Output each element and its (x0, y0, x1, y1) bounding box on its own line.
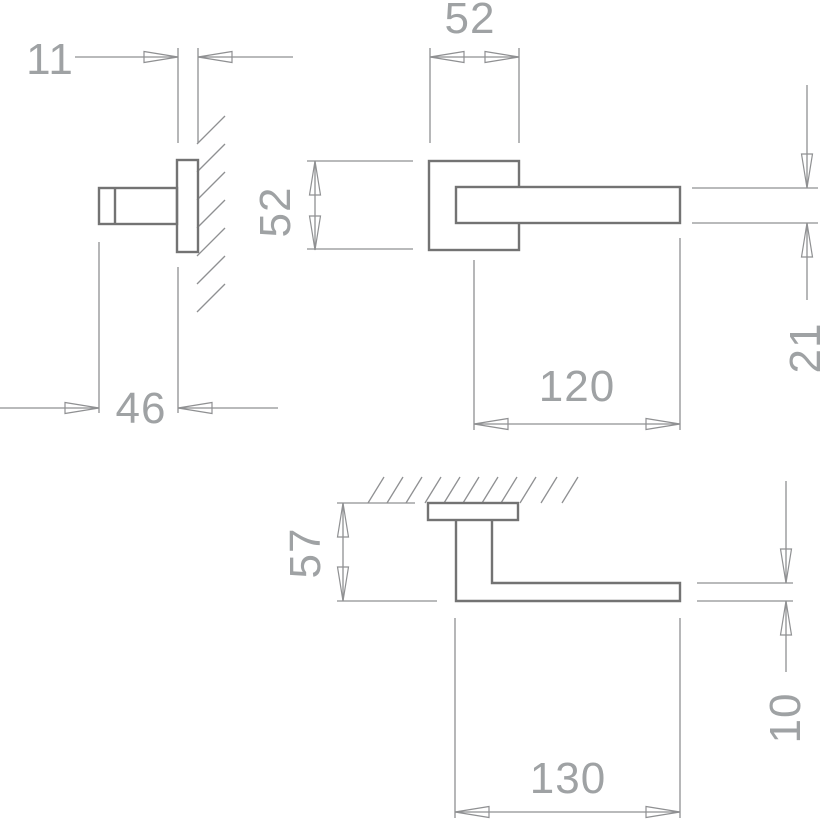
arrow-down-icon (336, 566, 350, 602)
arrow-down-icon (308, 215, 322, 251)
dimension-52-width: 52 (429, 0, 520, 143)
dimension-130: 130 (454, 618, 681, 819)
dimension-120: 120 (473, 238, 681, 431)
dimension-57: 57 (281, 502, 437, 602)
arrow-left-icon (197, 50, 233, 64)
rose-plate-side (175, 158, 200, 254)
dim-label-46: 46 (116, 384, 167, 433)
front-view: 52 52 21 120 (251, 0, 820, 431)
dim-label-57: 57 (281, 528, 330, 579)
dim-label-10: 10 (761, 693, 810, 744)
rose-plate-top (426, 501, 520, 522)
handle-stem-side (97, 186, 179, 226)
arrow-up-icon (779, 600, 793, 636)
dim-label-130: 130 (530, 754, 606, 803)
arrow-down-icon (779, 548, 793, 584)
dim-label-52-width: 52 (445, 0, 496, 43)
arrow-up-icon (336, 502, 350, 538)
dim-label-52-height: 52 (251, 187, 300, 238)
arrow-right-icon (484, 50, 520, 64)
arrow-left-icon (473, 417, 509, 431)
arrow-up-icon (800, 222, 814, 258)
dim-label-21: 21 (781, 323, 820, 374)
lever-bar-front (454, 185, 682, 225)
dimension-11: 11 (26, 35, 293, 143)
dim-label-11: 11 (26, 35, 74, 84)
arrow-left-icon (177, 401, 213, 415)
door-hatching-top (367, 476, 579, 504)
arrow-right-icon (64, 401, 100, 415)
arrow-right-icon (645, 417, 681, 431)
arrow-right-icon (143, 50, 179, 64)
arrow-left-icon (454, 805, 490, 819)
arrow-up-icon (308, 160, 322, 196)
dimension-10: 10 (697, 481, 810, 743)
lever-profile-top (454, 520, 682, 603)
dim-label-120: 120 (539, 362, 615, 411)
dimension-46: 46 (0, 242, 278, 433)
arrow-left-icon (429, 50, 465, 64)
wall-hatching-side (196, 115, 226, 313)
top-view: 57 10 130 (281, 476, 810, 819)
arrow-right-icon (645, 805, 681, 819)
dimension-21: 21 (692, 85, 820, 373)
dimension-52-height: 52 (251, 160, 413, 251)
arrow-down-icon (800, 153, 814, 189)
side-view: 11 46 (0, 35, 293, 433)
